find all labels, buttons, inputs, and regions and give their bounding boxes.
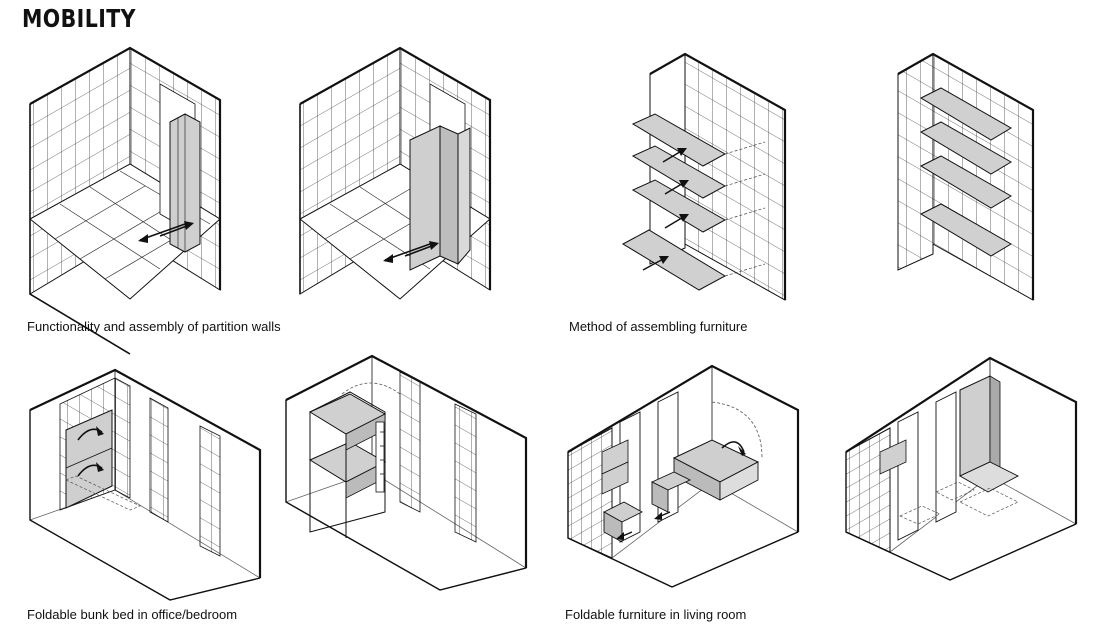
- figure-partition-open: [290, 44, 500, 309]
- caption-living: Foldable furniture in living room: [565, 607, 747, 622]
- figure-living-unfolded: [562, 362, 807, 588]
- caption-bunk: Foldable bunk bed in office/bedroom: [27, 607, 238, 622]
- figure-furniture-assembly: [615, 44, 795, 314]
- caption-furniture: Method of assembling furniture: [569, 319, 748, 334]
- figure-bunk-unfolded: [280, 342, 535, 592]
- caption-partition: Functionality and assembly of partition …: [27, 319, 281, 334]
- figure-partition-closed: [20, 44, 230, 355]
- page-title: MOBILITY: [22, 4, 136, 33]
- figure-furniture-assembled: [893, 44, 1043, 314]
- figure-bunk-folded: [20, 360, 270, 601]
- figure-living-folded: [840, 352, 1085, 582]
